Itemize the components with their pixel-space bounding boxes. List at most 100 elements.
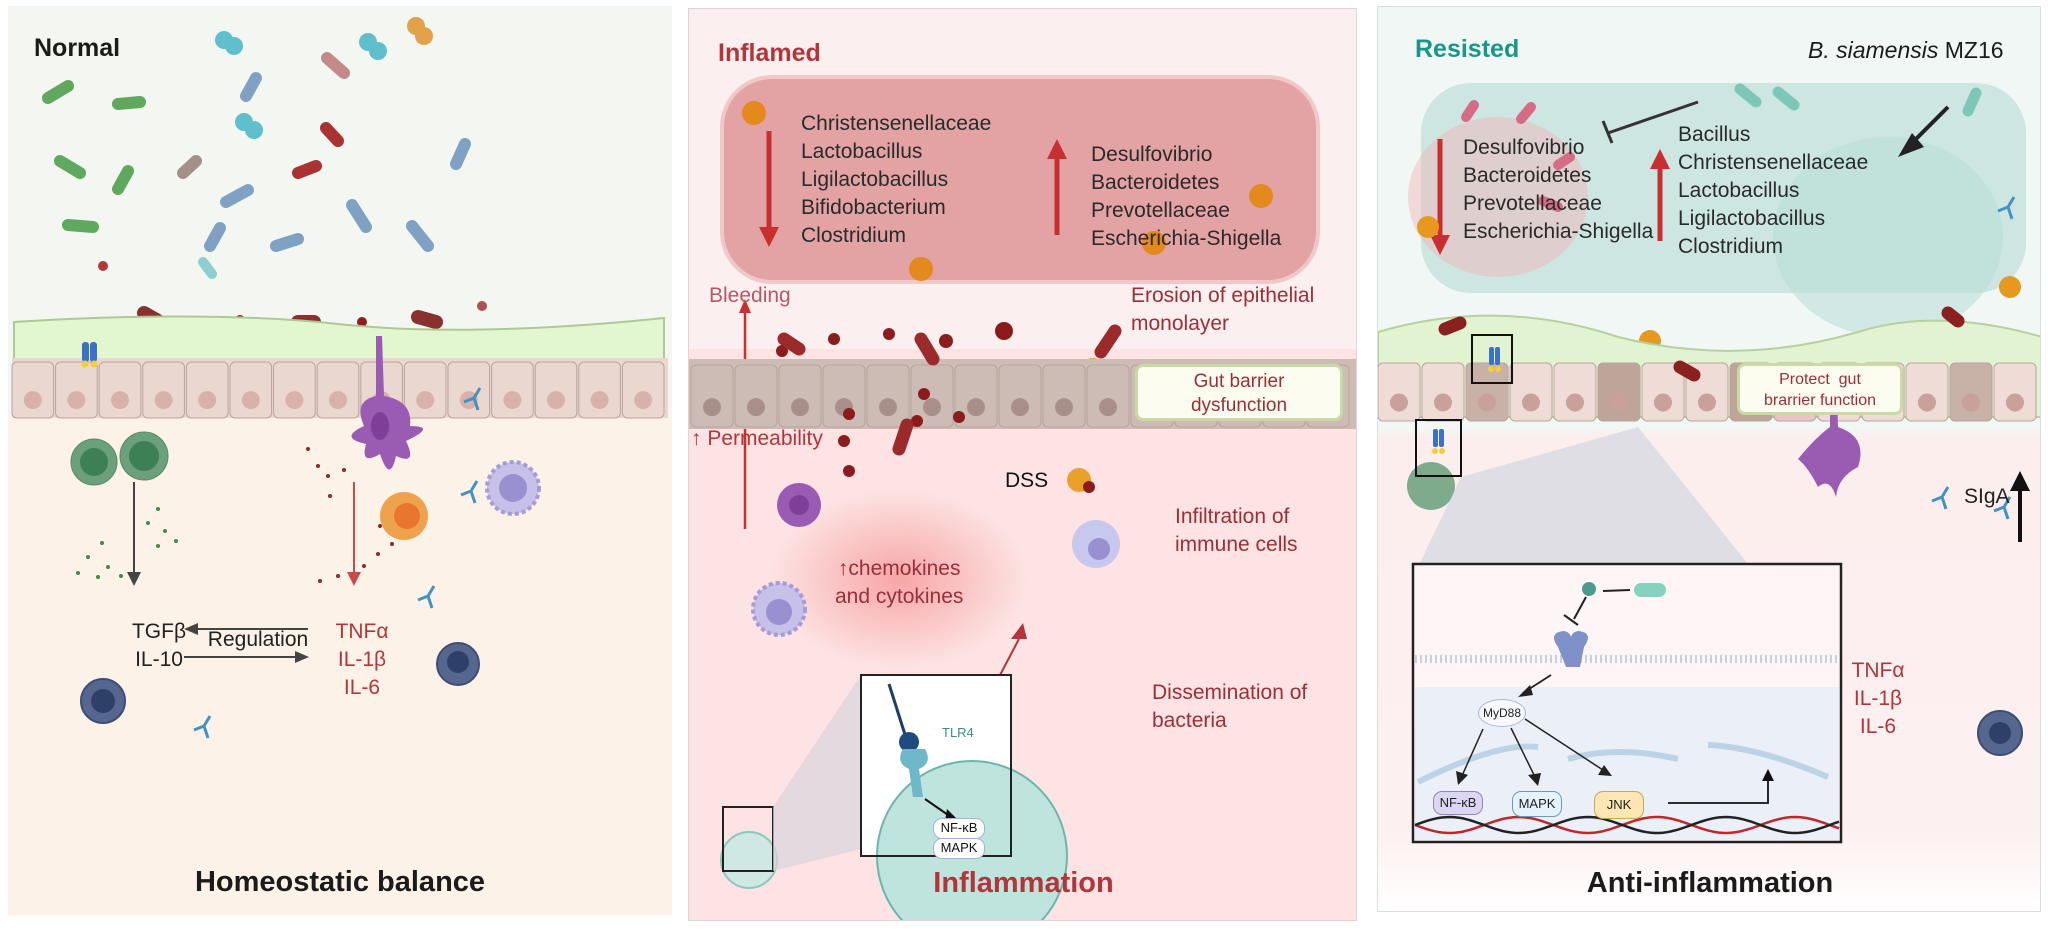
cell-nucleus xyxy=(547,391,565,410)
macrophage-icon xyxy=(485,460,541,516)
epithelial-cell xyxy=(185,361,229,419)
chemokines-line: and cytokines xyxy=(835,585,964,608)
cytokine-il6: IL-6 xyxy=(1859,715,1897,738)
chemokines-line: ↑chemokines xyxy=(837,557,961,580)
cell-nucleus xyxy=(923,398,941,417)
tlr4-label: TLR4 xyxy=(942,725,974,740)
epithelial-cell xyxy=(998,364,1042,428)
barrier-line: brarrier function xyxy=(1763,392,1877,409)
probiotic-bacterium-icon xyxy=(1634,583,1666,597)
pathogen-cloud xyxy=(1408,117,1588,277)
antibody-icons xyxy=(193,387,482,739)
infiltration-line: Infiltration of xyxy=(1175,505,1290,528)
regulation-label: Regulation xyxy=(207,628,309,651)
receptor-icon xyxy=(1432,429,1445,454)
taxon: Ligilactobacillus xyxy=(1678,207,1826,230)
panel-resisted: Resisted B. siamensis MZ16 Desulfovibrio… xyxy=(1377,6,2041,912)
taxon: Escherichia-Shigella xyxy=(1091,227,1282,250)
immune-cells xyxy=(751,483,1120,637)
dissemination-label: Dissemination of bacteria xyxy=(1152,679,1307,735)
panel-title-normal: Normal xyxy=(34,34,121,62)
cell-nucleus xyxy=(1654,393,1672,412)
gut-barrier-dysfunction-box: Gut barrier dysfunction xyxy=(1135,364,1343,421)
cytokine-il1b: IL-1β xyxy=(1853,687,1903,710)
cell-nucleus xyxy=(1099,398,1117,417)
cytokine-il6: IL-6 xyxy=(343,676,381,699)
epithelial-cell xyxy=(1378,362,1421,422)
cell-nucleus xyxy=(1055,398,1073,417)
cytokine-dots-green xyxy=(76,507,178,579)
epithelium xyxy=(1378,362,2037,422)
cytokine-dots-red xyxy=(306,447,394,583)
bottom-title-normal: Homeostatic balance xyxy=(194,866,486,898)
epithelial-cell xyxy=(1465,362,1509,422)
taxon: Christensenellaceae xyxy=(801,112,992,135)
jnk-pill: JNK xyxy=(1594,791,1644,819)
cell-nucleus xyxy=(198,391,217,410)
probiotic-strain: MZ16 xyxy=(1944,37,2004,63)
cell-nucleus xyxy=(1390,393,1408,412)
decreased-taxa-list: Desulfovibrio Bacteroidetes Prevotellace… xyxy=(1463,134,1653,246)
epithelial-cell xyxy=(55,361,98,419)
immune-cell-icon xyxy=(1407,462,1455,510)
taxon: Ligilactobacillus xyxy=(801,168,949,191)
cell-nucleus xyxy=(1918,393,1936,412)
antibody-icons xyxy=(1931,196,2016,520)
cell-nucleus xyxy=(111,391,129,410)
taxon: Bacteroidetes xyxy=(1091,171,1220,194)
cell-nucleus xyxy=(241,391,260,410)
commensal-bacteria xyxy=(42,52,471,329)
orange-cell-icon xyxy=(380,492,428,540)
chemokines-label: ↑chemokines and cytokines xyxy=(835,555,963,611)
bottom-title-resisted: Anti-inflammation xyxy=(1586,867,1834,899)
epithelial-cell xyxy=(954,364,998,428)
resisted-cytokines: TNFα IL-1β IL-6 xyxy=(1848,657,1908,741)
taxon: Prevotellaceae xyxy=(1463,192,1602,215)
epithelial-cell xyxy=(1421,362,1465,422)
invading-bacteria xyxy=(777,324,1122,456)
increased-taxa-list: Bacillus Christensenellaceae Lactobacill… xyxy=(1678,121,1868,261)
cell-nucleus xyxy=(416,391,435,410)
taxon: Desulfovibrio xyxy=(1463,136,1585,159)
cytokine-il10: IL-10 xyxy=(135,648,183,671)
taxon: Clostridium xyxy=(1678,235,1784,258)
probiotic-label: B. siamensis MZ16 xyxy=(1808,37,2004,64)
epithelial-cell xyxy=(447,361,491,419)
epithelial-cell xyxy=(866,364,910,428)
b-cell-icon xyxy=(80,678,126,724)
pathogenic-bacteria xyxy=(1461,100,1575,212)
epithelial-cell xyxy=(1905,362,1949,422)
taxon: Clostridium xyxy=(801,224,907,247)
cell-nucleus xyxy=(154,391,173,410)
cytokine-tnfa: TNFα xyxy=(1851,659,1905,682)
cell-nucleus xyxy=(329,391,347,410)
cocci xyxy=(98,17,487,327)
cell-nucleus xyxy=(503,391,522,410)
inhibition-line xyxy=(1607,100,1699,135)
epithelial-cell xyxy=(690,364,734,428)
epithelial-cell xyxy=(273,361,316,419)
cytokine-tnfa: TNFα xyxy=(335,620,389,643)
panel-normal: Normal TGFβ IL-10 Regulation TNFα IL-1β … xyxy=(8,6,672,915)
epithelial-cell xyxy=(734,364,778,428)
panel-title-resisted: Resisted xyxy=(1415,35,1520,63)
epithelial-cell xyxy=(822,364,866,428)
cell-nucleus xyxy=(23,391,42,410)
epithelial-cell xyxy=(1553,362,1597,422)
nfkb-pill: NF-κB xyxy=(933,818,985,839)
epithelial-cell xyxy=(1042,364,1086,428)
infiltration-line: immune cells xyxy=(1175,533,1298,556)
taxon: Desulfovibrio xyxy=(1091,143,1213,166)
nfkb-pill: NF-κB xyxy=(1433,791,1483,815)
cell-nucleus xyxy=(967,398,985,417)
barrier-line: Gut barrier xyxy=(1193,371,1285,392)
epithelial-cell xyxy=(403,361,447,419)
cytokine-tgfb: TGFβ xyxy=(131,620,187,643)
b-cell-icon xyxy=(1977,710,2023,756)
normal-illustration xyxy=(11,17,668,739)
epithelial-cell xyxy=(534,361,578,419)
bleeding-label: Bleeding xyxy=(709,284,791,307)
epithelial-cell xyxy=(1597,362,1641,422)
treg-cells-icon xyxy=(70,431,169,486)
epithelial-cell xyxy=(578,361,621,419)
